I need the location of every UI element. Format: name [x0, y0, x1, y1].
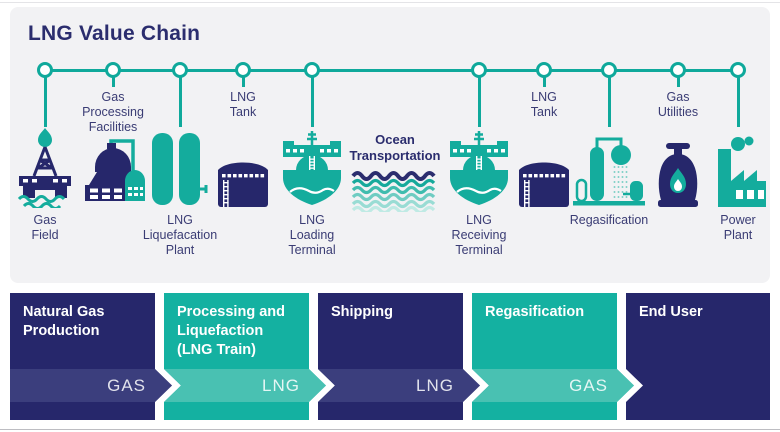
timeline-node — [304, 62, 320, 78]
bottom-divider — [0, 429, 780, 430]
gas-processing-icon — [81, 139, 145, 207]
timeline-node — [105, 62, 121, 78]
lng-ship-icon — [283, 130, 341, 206]
chain-flow-band: LNG — [318, 369, 480, 402]
timeline-stem — [676, 77, 680, 87]
timeline-stem — [241, 77, 245, 87]
timeline-stem — [178, 77, 182, 127]
chain-flow-band: GAS — [472, 369, 634, 402]
chain-step-label: Processing and Liquefaction (LNG Train) — [177, 304, 285, 358]
chain-flow-label: GAS — [569, 376, 608, 395]
timeline-node — [37, 62, 53, 78]
oil-rig-icon — [17, 128, 73, 208]
power-plant-icon — [710, 135, 766, 207]
chain-flow-band: LNG — [164, 369, 326, 402]
gas-utilities-icon — [653, 142, 703, 208]
timeline-line — [45, 69, 738, 72]
timeline-stem — [542, 77, 546, 87]
storage-tank-icon — [217, 157, 269, 207]
chain-step-label: Shipping — [331, 304, 394, 320]
chain-flow-band: GAS — [10, 369, 172, 402]
timeline-node — [670, 62, 686, 78]
timeline-stem — [736, 77, 740, 127]
timeline-stem — [607, 77, 611, 127]
timeline-stem — [111, 77, 115, 87]
lng-ship-icon — [450, 130, 508, 206]
liquefaction-plant-icon — [152, 131, 208, 207]
station-label: Regasification — [569, 213, 649, 227]
ocean-waves-icon — [351, 170, 439, 212]
chain-step-label: End User — [639, 304, 703, 320]
timeline-node — [536, 62, 552, 78]
chain-flow-label: LNG — [416, 376, 454, 395]
chain-flow-label: GAS — [107, 376, 146, 395]
timeline-node — [235, 62, 251, 78]
storage-tank-icon — [518, 157, 570, 207]
chain-step-label: Natural Gas Production — [23, 304, 105, 339]
chain-step-label: Regasification — [485, 304, 585, 320]
top-divider — [0, 2, 780, 3]
timeline-stem — [43, 77, 47, 127]
timeline-stem — [477, 77, 481, 127]
timeline-node — [601, 62, 617, 78]
timeline-node — [172, 62, 188, 78]
chain-step-5: End User — [626, 293, 770, 420]
chain-flow-label: LNG — [262, 376, 300, 395]
chain-step-2: Processing and Liquefaction (LNG Train) L… — [164, 293, 326, 420]
page-title: LNG Value Chain — [28, 22, 201, 45]
timeline-node — [471, 62, 487, 78]
timeline-node — [730, 62, 746, 78]
timeline-stem — [310, 77, 314, 127]
value-chain-card — [10, 7, 770, 283]
regasification-icon — [573, 136, 645, 208]
